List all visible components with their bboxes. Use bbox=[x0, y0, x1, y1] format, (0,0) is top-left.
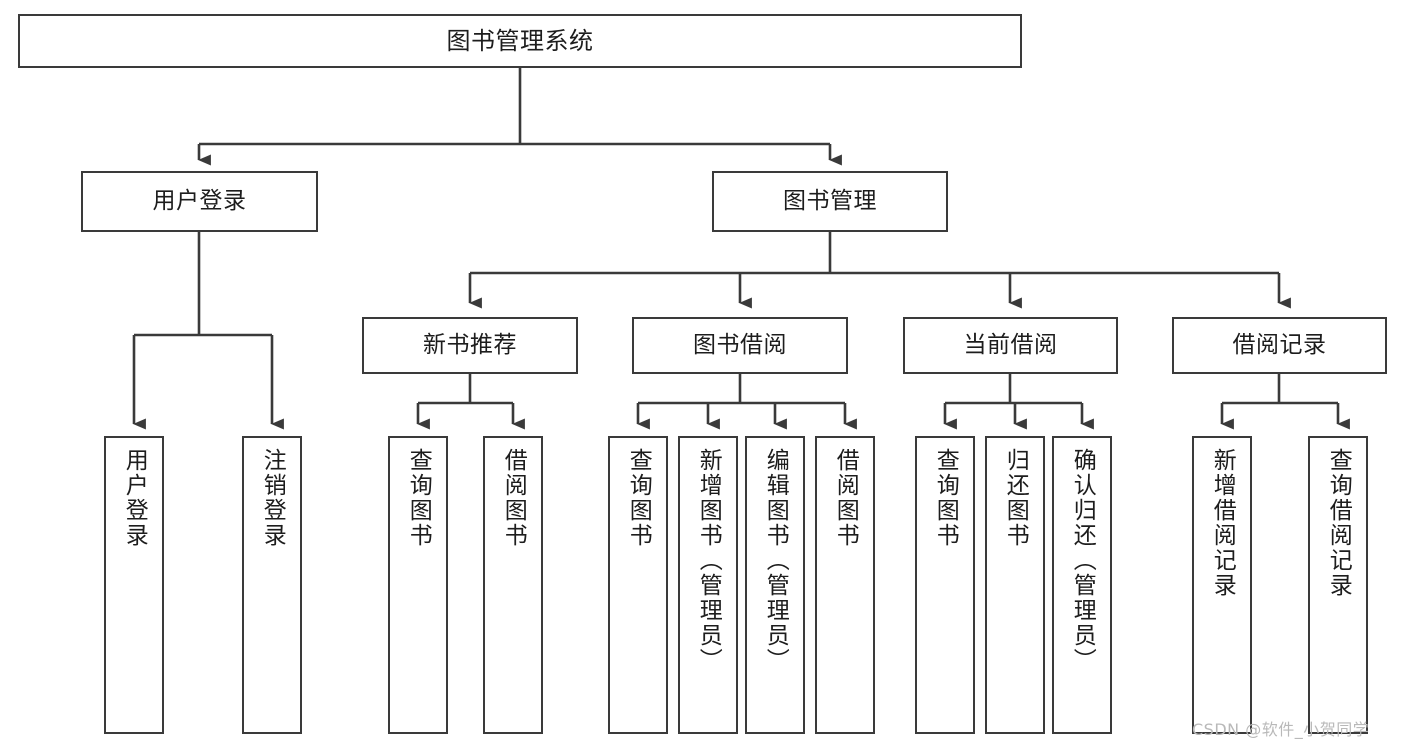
node-user-login-label: 用户登录 bbox=[152, 187, 247, 214]
node-user-login[interactable]: 用户登录 bbox=[81, 171, 318, 232]
node-book-management-label: 图书管理 bbox=[783, 187, 877, 214]
node-book-borrow-label: 图书借阅 bbox=[693, 331, 787, 358]
node-leaf-user-login[interactable]: 用户登录 bbox=[104, 436, 164, 734]
node-current-borrow-label: 当前借阅 bbox=[963, 331, 1058, 358]
node-leaf-query-book-3[interactable]: 查询图书 bbox=[915, 436, 975, 734]
node-leaf-return-book-label: 归还图书 bbox=[1002, 448, 1029, 548]
node-leaf-query-book-2[interactable]: 查询图书 bbox=[608, 436, 668, 734]
node-leaf-add-record[interactable]: 新增借阅记录 bbox=[1192, 436, 1252, 734]
node-leaf-borrow-book-1-label: 借阅图书 bbox=[500, 448, 527, 548]
node-leaf-confirm-return[interactable]: 确认归还（管理员） bbox=[1052, 436, 1112, 734]
node-leaf-return-book[interactable]: 归还图书 bbox=[985, 436, 1045, 734]
node-leaf-user-logout[interactable]: 注销登录 bbox=[242, 436, 302, 734]
node-current-borrow[interactable]: 当前借阅 bbox=[903, 317, 1118, 374]
node-leaf-query-record-label: 查询借阅记录 bbox=[1325, 448, 1352, 598]
node-borrow-record-label: 借阅记录 bbox=[1232, 331, 1327, 358]
node-new-book-recommend[interactable]: 新书推荐 bbox=[362, 317, 578, 374]
node-new-book-recommend-label: 新书推荐 bbox=[423, 331, 517, 358]
node-leaf-confirm-return-label: 确认归还（管理员） bbox=[1069, 448, 1096, 673]
node-leaf-borrow-book-2[interactable]: 借阅图书 bbox=[815, 436, 875, 734]
node-leaf-borrow-book-2-label: 借阅图书 bbox=[832, 448, 859, 548]
csdn-watermark: CSDN @软件_小贺同学 bbox=[1192, 720, 1370, 739]
node-book-borrow[interactable]: 图书借阅 bbox=[632, 317, 848, 374]
node-leaf-edit-book-label: 编辑图书（管理员） bbox=[762, 448, 789, 673]
node-leaf-borrow-book-1[interactable]: 借阅图书 bbox=[483, 436, 543, 734]
node-leaf-query-book-1-label: 查询图书 bbox=[405, 448, 432, 548]
node-root-label: 图书管理系统 bbox=[446, 26, 594, 55]
node-leaf-add-book-label: 新增图书（管理员） bbox=[695, 448, 722, 673]
node-leaf-query-book-1[interactable]: 查询图书 bbox=[388, 436, 448, 734]
node-leaf-user-login-label: 用户登录 bbox=[121, 448, 148, 548]
node-book-management[interactable]: 图书管理 bbox=[712, 171, 948, 232]
node-leaf-edit-book[interactable]: 编辑图书（管理员） bbox=[745, 436, 805, 734]
node-leaf-query-book-3-label: 查询图书 bbox=[932, 448, 959, 548]
node-leaf-user-logout-label: 注销登录 bbox=[259, 448, 286, 548]
node-leaf-add-record-label: 新增借阅记录 bbox=[1209, 448, 1236, 598]
node-leaf-add-book[interactable]: 新增图书（管理员） bbox=[678, 436, 738, 734]
node-leaf-query-book-2-label: 查询图书 bbox=[625, 448, 652, 548]
node-borrow-record[interactable]: 借阅记录 bbox=[1172, 317, 1387, 374]
node-leaf-query-record[interactable]: 查询借阅记录 bbox=[1308, 436, 1368, 734]
node-root[interactable]: 图书管理系统 bbox=[18, 14, 1022, 68]
